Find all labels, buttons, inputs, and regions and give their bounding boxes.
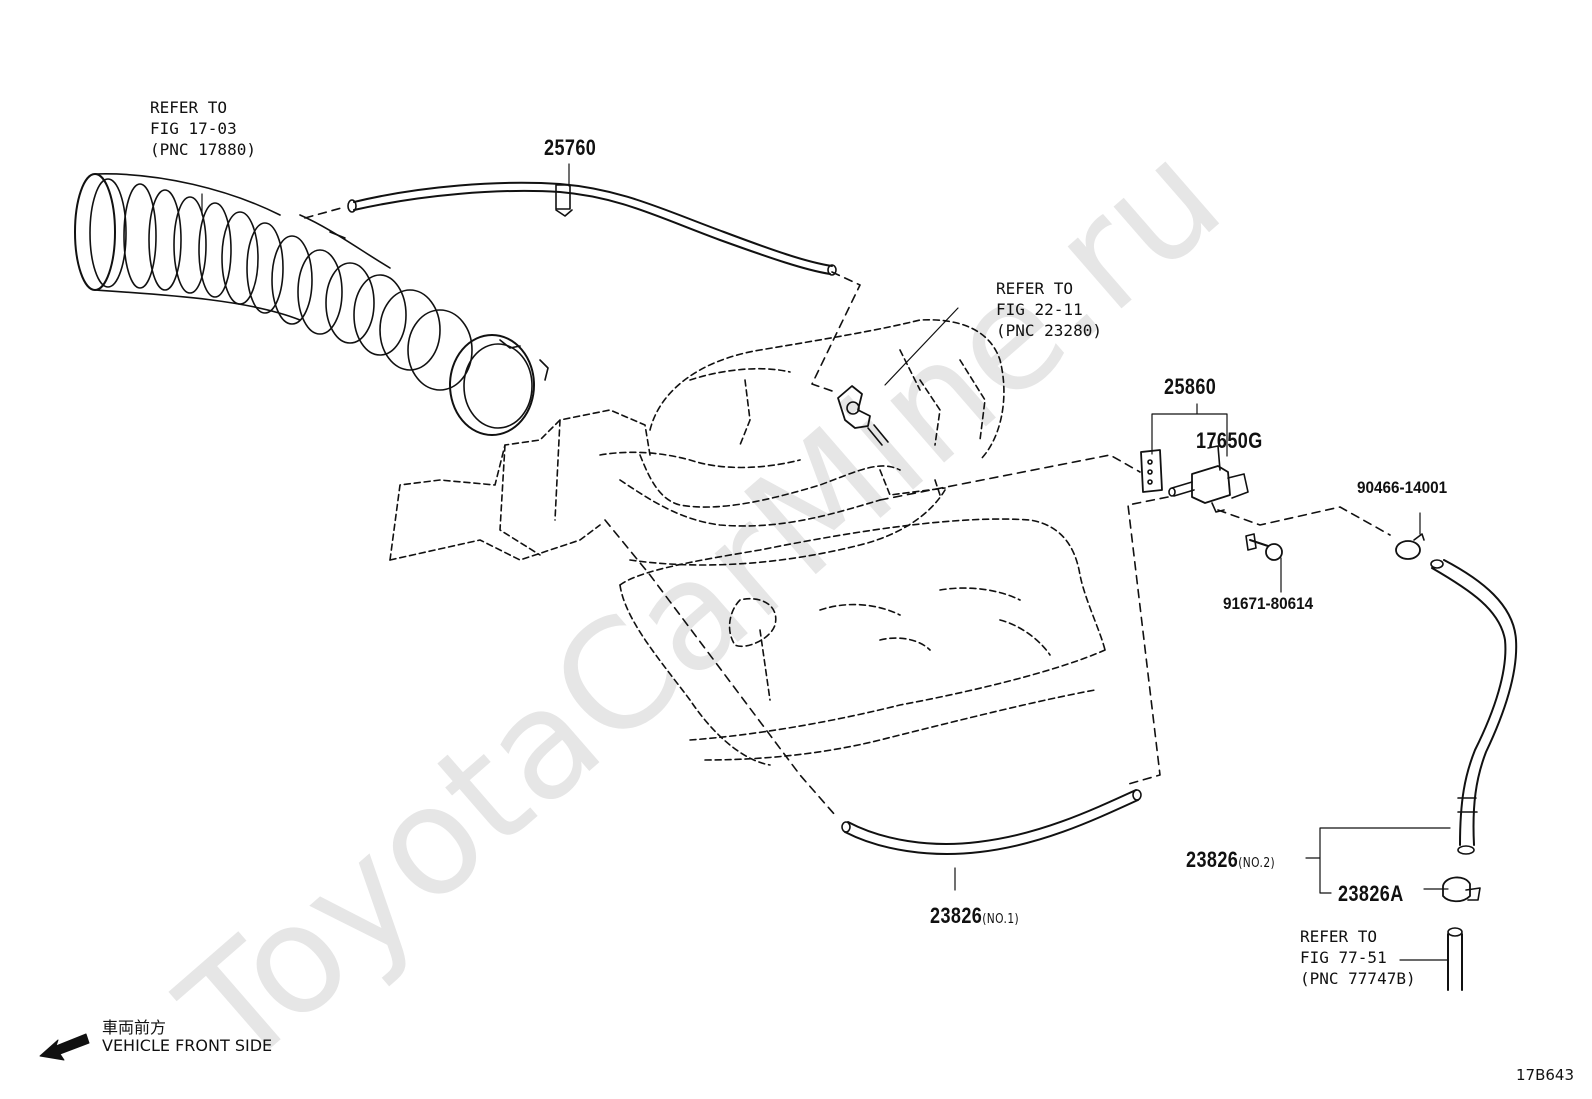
intake-manifold-phantom <box>389 319 1005 566</box>
part-23826-no1: 23826(NO.1) <box>930 903 1019 929</box>
vsv-17650g <box>1168 445 1249 513</box>
ref-fig-17-03: REFER TO FIG 17-03 (PNC 17880) <box>150 98 256 159</box>
ref-fig-77-51: REFER TO FIG 77-51 (PNC 77747B) <box>1300 927 1416 988</box>
part-23826a: 23826A <box>1338 881 1404 906</box>
pipe-77-51 <box>1447 927 1463 991</box>
front-label-english: VEHICLE FRONT SIDE <box>102 1036 273 1055</box>
part-23826-no1-suffix: (NO.1) <box>982 912 1020 927</box>
figure-code: 17B643 <box>1516 1066 1575 1084</box>
hose-23826-no2 <box>1430 559 1518 855</box>
part-23826-no2: 23826(NO.2) <box>1186 847 1275 873</box>
part-25760: 25760 <box>544 135 597 160</box>
part-17650g: 17650G <box>1196 428 1263 453</box>
part-91671-80614: 91671-80614 <box>1223 594 1314 613</box>
air-intake-hose <box>74 173 549 436</box>
part-23826-no1-number: 23826 <box>930 903 983 928</box>
bracket-25860 <box>1140 449 1163 493</box>
leader-dashes <box>304 206 1391 816</box>
part-23826-no2-number: 23826 <box>1186 847 1239 872</box>
hose-25760 <box>347 181 837 276</box>
front-arrow-icon <box>39 1033 90 1061</box>
bolt-91671 <box>1245 533 1283 561</box>
head-cover-phantom <box>619 518 1106 766</box>
part-90466-14001: 90466-14001 <box>1357 478 1448 497</box>
pcv-valve <box>837 385 889 446</box>
front-label-japanese: 車両前方 <box>102 1018 167 1037</box>
clip-23826a <box>1442 876 1481 903</box>
hose-23826-no1 <box>841 789 1142 855</box>
leader-lines <box>201 163 1451 961</box>
part-25860: 25860 <box>1164 374 1217 399</box>
clamp-90466 <box>1395 533 1425 560</box>
part-23826-no2-suffix: (NO.2) <box>1238 856 1276 871</box>
ref-fig-22-11: REFER TO FIG 22-11 (PNC 23280) <box>996 279 1102 340</box>
